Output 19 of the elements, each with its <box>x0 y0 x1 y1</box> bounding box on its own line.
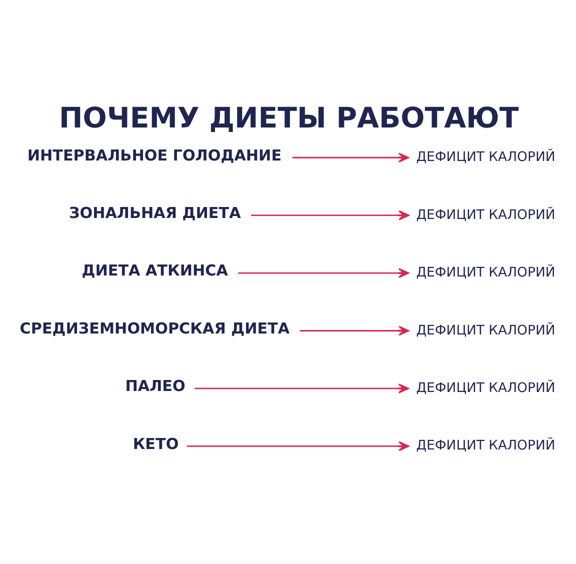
node-text: ДЕФИЦИТ КАЛОРИЙ <box>416 207 556 222</box>
arrow <box>186 440 410 451</box>
arrow <box>300 325 410 336</box>
node-text: ДЕФИЦИТ КАЛОРИЙ <box>416 265 556 280</box>
arrow <box>238 268 410 278</box>
node-text: ЗОНАЛЬНАЯ ДИЕТА <box>68 203 241 222</box>
node-text: ДЕФИЦИТ КАЛОРИЙ <box>416 380 556 396</box>
diagram-title: ПОЧЕМУ ДИЕТЫ РАБОТАЮТ <box>59 100 519 134</box>
arrow <box>251 210 410 220</box>
node-text: ИНТЕРВАЛЬНОЕ ГОЛОДАНИЕ <box>27 146 282 164</box>
arrow <box>292 152 410 162</box>
node-text: СРЕДИЗЕМНОМОРСКАЯ ДИЕТА <box>20 318 290 337</box>
node-text: ДИЕТА АТКИНСА <box>82 261 228 280</box>
arrow <box>194 383 410 393</box>
node-text: ПАЛЕО <box>125 376 186 395</box>
node-text: ДЕФИЦИТ КАЛОРИЙ <box>416 150 556 165</box>
node-text: ДЕФИЦИТ КАЛОРИЙ <box>416 322 556 338</box>
node-text: КЕТО <box>132 434 179 452</box>
node-text: ДЕФИЦИТ КАЛОРИЙ <box>416 438 556 454</box>
